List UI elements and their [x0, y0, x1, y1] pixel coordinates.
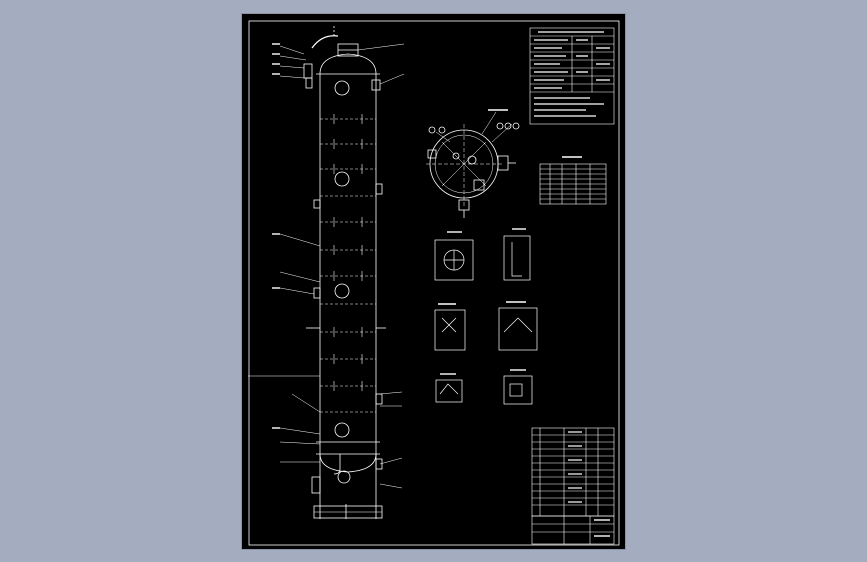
manhole-3 [334, 283, 350, 299]
manhole-5 [337, 470, 351, 484]
nozzle-schedule [539, 156, 607, 205]
detail-views [434, 228, 538, 405]
nozzle-orientation-plan [426, 109, 520, 218]
title-block [531, 515, 615, 545]
manhole-1 [334, 80, 350, 96]
top-head [319, 53, 377, 75]
parts-list [531, 427, 615, 517]
sheet-inner-border [248, 20, 620, 546]
drawing-sheet [241, 13, 626, 550]
drawing-canvas [248, 20, 620, 546]
manhole-2 [334, 171, 350, 187]
manhole-4 [334, 422, 350, 438]
bottom-head [319, 453, 377, 473]
technical-data-table [529, 27, 615, 125]
column-elevation-view [248, 26, 405, 519]
